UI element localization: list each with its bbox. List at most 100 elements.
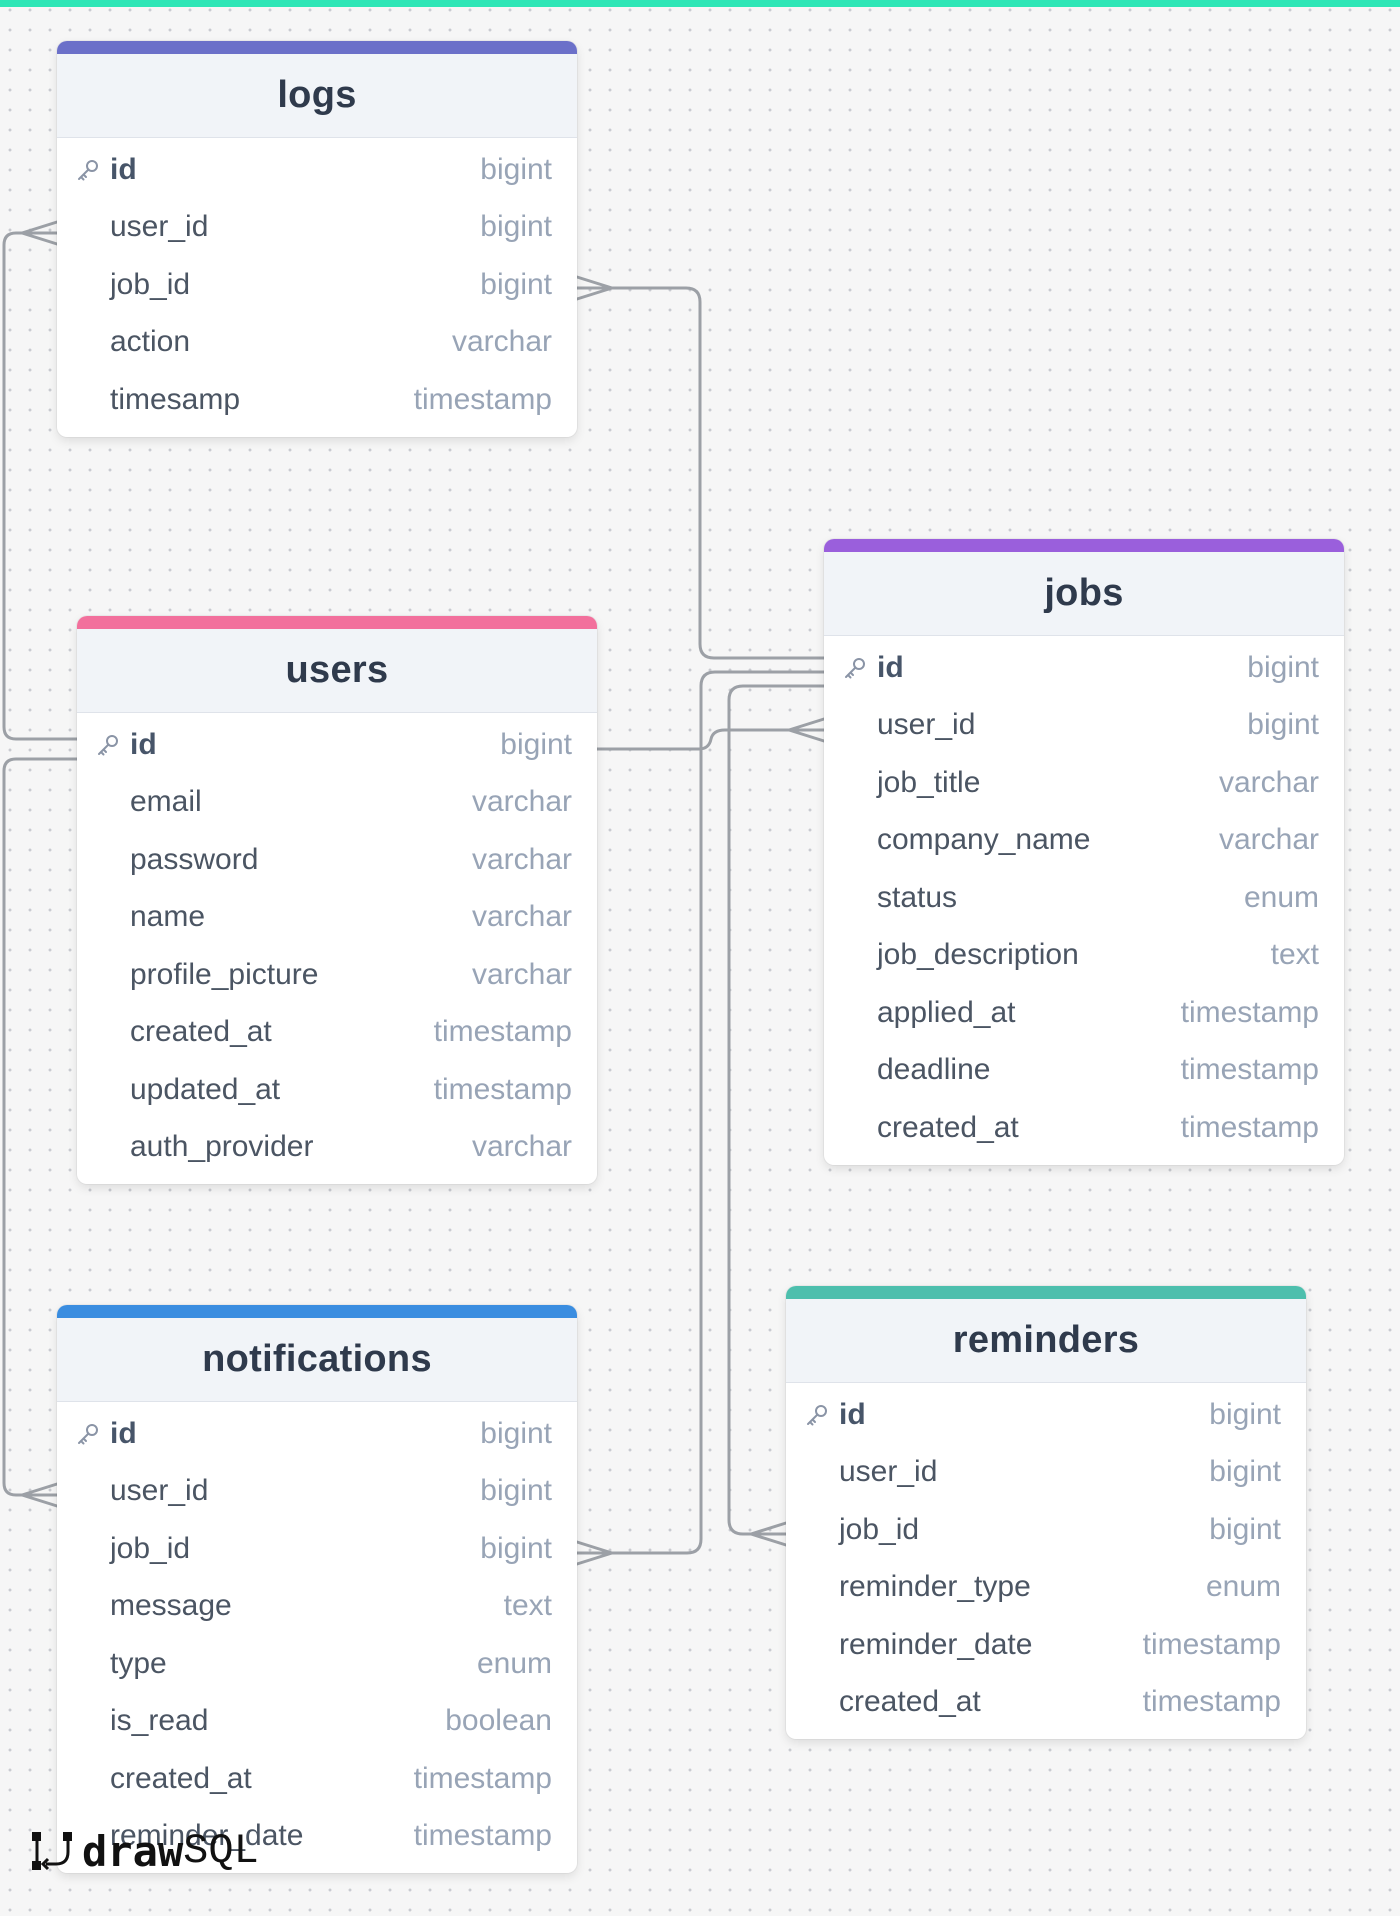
column-name: job_title xyxy=(877,765,981,799)
column-type: varchar xyxy=(471,842,572,876)
connector-users-jobs xyxy=(595,728,826,751)
column-name: applied_at xyxy=(877,995,1016,1029)
crowfoot-jobs-user-id xyxy=(787,717,826,743)
column-name: auth_provider xyxy=(130,1130,314,1164)
column-row-auth-provider[interactable]: auth_provider varchar xyxy=(77,1119,597,1177)
connector-jobs-reminders xyxy=(727,684,826,1536)
column-name: status xyxy=(877,880,958,914)
column-type: bigint xyxy=(480,1474,552,1508)
column-name: id xyxy=(110,152,137,186)
table-title[interactable]: jobs xyxy=(824,552,1344,636)
column-name: is_read xyxy=(110,1704,209,1738)
column-type: bigint xyxy=(480,1416,552,1450)
connector-jobs-logs xyxy=(575,286,826,660)
column-row-reminder-date[interactable]: reminder_date timestamp xyxy=(57,1808,577,1866)
column-type: bigint xyxy=(500,727,572,761)
column-name: timesamp xyxy=(110,382,241,416)
primary-key-icon xyxy=(845,657,865,679)
column-name: deadline xyxy=(877,1053,991,1087)
column-type: timestamp xyxy=(433,1015,572,1049)
table-title[interactable]: reminders xyxy=(786,1299,1306,1383)
column-type: timestamp xyxy=(413,1819,552,1853)
column-type: timestamp xyxy=(1180,995,1319,1029)
column-type: bigint xyxy=(480,1531,552,1565)
column-type: timestamp xyxy=(1142,1685,1281,1719)
table-accent xyxy=(77,616,597,629)
connector-users-notifications xyxy=(2,757,79,1497)
column-row-reminder-type[interactable]: reminder_type enum xyxy=(786,1559,1306,1617)
column-row-applied-at[interactable]: applied_at timestamp xyxy=(824,984,1344,1042)
column-row-job-id[interactable]: job_id bigint xyxy=(57,1520,577,1578)
column-type: varchar xyxy=(451,325,552,359)
column-type: bigint xyxy=(1247,650,1319,684)
column-type: bigint xyxy=(1209,1397,1281,1431)
column-name: user_id xyxy=(110,210,209,244)
drawsql-logo-icon xyxy=(32,1832,72,1871)
column-name: reminder_type xyxy=(839,1570,1031,1604)
table-title[interactable]: notifications xyxy=(57,1318,577,1402)
connector-jobs-notifications xyxy=(575,670,826,1555)
column-type: text xyxy=(503,1589,552,1623)
primary-key-icon xyxy=(78,159,98,181)
column-name: name xyxy=(130,900,206,934)
column-name: user_id xyxy=(839,1455,938,1489)
table-title[interactable]: users xyxy=(77,629,597,713)
column-type: enum xyxy=(1205,1570,1281,1604)
column-name: reminder_date xyxy=(110,1819,304,1853)
table-accent xyxy=(57,1305,577,1318)
crowfoot-logs-user-id xyxy=(20,220,59,246)
column-name: company_name xyxy=(877,823,1091,857)
column-type: varchar xyxy=(471,1130,572,1164)
column-name: password xyxy=(130,842,259,876)
column-name: job_id xyxy=(110,267,191,301)
column-type: varchar xyxy=(471,785,572,819)
crowfoot-logs-job-id xyxy=(575,275,614,301)
column-row-email[interactable]: email varchar xyxy=(77,774,597,832)
column-type: timestamp xyxy=(413,1761,552,1795)
table-accent xyxy=(57,41,577,54)
column-type: bigint xyxy=(1247,708,1319,742)
column-row-password[interactable]: password varchar xyxy=(77,831,597,889)
table-title[interactable]: logs xyxy=(57,54,577,138)
column-name: job_id xyxy=(110,1531,191,1565)
column-name: email xyxy=(130,785,202,819)
